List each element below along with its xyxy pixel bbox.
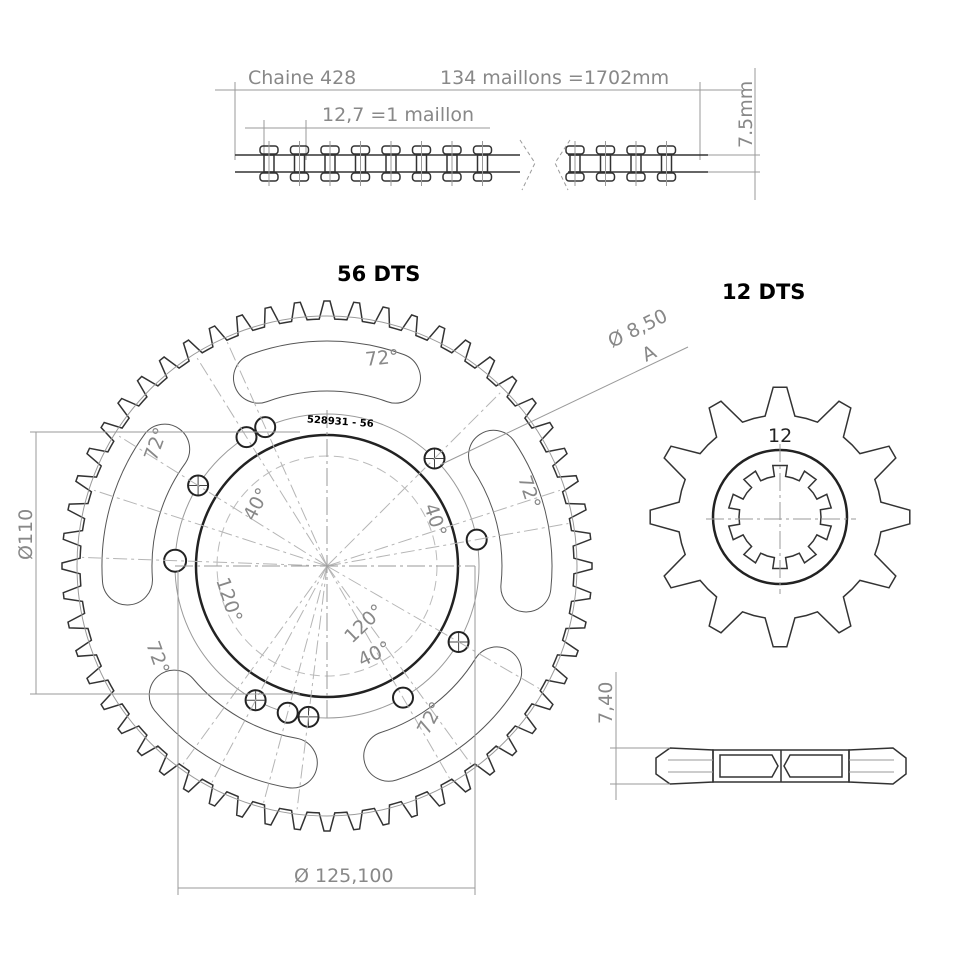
radial-line <box>182 565 328 765</box>
rear-slot-circle <box>76 315 578 817</box>
radial-line <box>326 489 561 567</box>
chain-width-label: 7.5mm <box>735 81 757 148</box>
chain-label: Chaine 428 <box>248 67 356 89</box>
chain-break <box>519 139 536 191</box>
rear-slot <box>363 646 523 782</box>
radial-line <box>326 565 472 765</box>
rear-sprocket: 528931 - 56 72° 72° 72° 72° 72° 40° 40° … <box>15 300 689 895</box>
radial-line <box>326 392 501 567</box>
bolt-hole-ref: A <box>639 341 660 366</box>
bolt-hole-diameter: Ø 8,50 <box>605 305 672 353</box>
chain-break <box>554 139 571 191</box>
front-spline-bore <box>727 464 833 570</box>
rear-slot <box>468 429 553 613</box>
rear-sprocket-teeth-outline <box>61 300 593 832</box>
slot-angle-upper-left: 72° <box>140 425 172 464</box>
front-sprocket: 12 7,40 <box>595 386 911 800</box>
radial-line <box>211 565 328 783</box>
front-sprocket-teeth-outline <box>649 386 911 648</box>
front-teeth-label: 12 <box>768 425 792 447</box>
rear-part-number: 528931 - 56 <box>307 414 374 430</box>
radial-line <box>118 435 328 567</box>
radial-line <box>226 341 328 567</box>
slot-angle-lower-right: 72° <box>413 698 448 738</box>
rear-construction-lines <box>82 341 569 810</box>
rear-slot <box>233 340 421 404</box>
slot-angle-top: 72° <box>364 346 400 371</box>
front-sprocket-title: 12 DTS <box>722 280 805 304</box>
slot-angle-right: 72° <box>513 473 544 512</box>
radial-line <box>296 565 328 810</box>
rear-slot <box>148 669 318 789</box>
angle-120-left: 120° <box>211 575 246 625</box>
bolt-circle-diameter-label: Ø 125,100 <box>294 865 394 887</box>
rear-slot <box>101 423 191 606</box>
radial-line <box>326 565 450 779</box>
radial-line <box>196 357 328 567</box>
front-thickness-label: 7,40 <box>595 682 617 724</box>
rear-sprocket-title: 56 DTS <box>337 262 420 286</box>
slot-angle-lower-left: 72° <box>141 638 173 677</box>
chain-length-label: 134 maillons =1702mm <box>440 67 669 89</box>
chain-view: Chaine 428 134 maillons =1702mm 12,7 =1 … <box>215 67 760 200</box>
radial-line <box>93 489 328 567</box>
rear-slots <box>101 340 553 789</box>
radial-line <box>326 523 569 567</box>
chain-body <box>235 139 708 191</box>
radial-line <box>263 565 328 803</box>
angle-40-right: 40° <box>419 501 450 540</box>
bore-diameter-label: Ø110 <box>15 509 37 560</box>
radial-line <box>326 565 540 689</box>
radial-line <box>82 556 328 567</box>
angle-40-left: 40° <box>239 484 274 524</box>
chain-pitch-label: 12,7 =1 maillon <box>322 104 474 126</box>
front-sprocket-side-view <box>655 747 907 785</box>
